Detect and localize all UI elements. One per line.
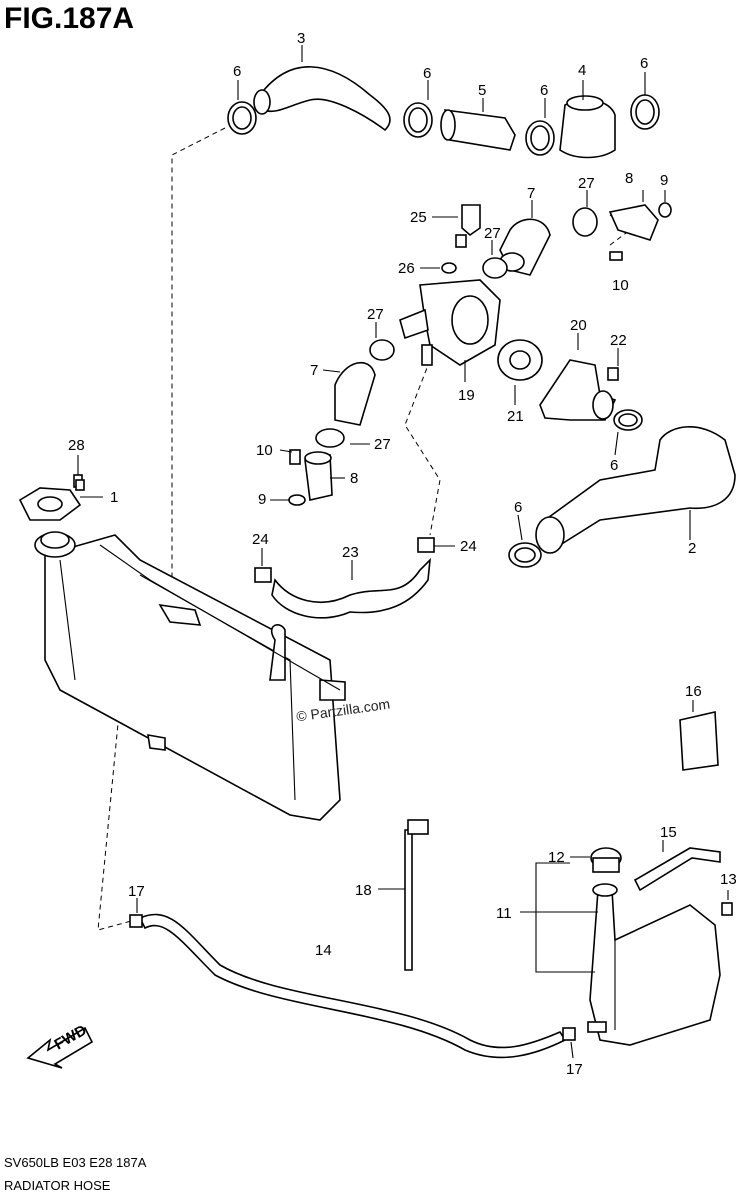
strap-18 [404,829,413,971]
clamp-6-mid [613,409,643,431]
radiator [44,534,346,821]
hose-14 [138,913,567,1059]
clamp-27-a [572,207,598,237]
callout-24a: 24 [252,531,269,548]
callout-8b: 8 [350,470,358,487]
callout-6e: 6 [610,457,618,474]
footer-name: RADIATOR HOSE [4,1178,111,1193]
callout-22: 22 [610,332,627,349]
callout-7a: 7 [527,185,535,202]
callout-2: 2 [688,540,696,557]
clamp-27-b [482,257,508,279]
hose-15 [633,847,721,892]
hose-3-end [253,89,271,115]
hose-2 [543,426,736,547]
fitting-8-upper [608,204,659,241]
callout-15: 15 [660,824,677,841]
callout-24b: 24 [460,538,477,555]
clip-17-right [562,1027,576,1041]
callout-12: 12 [548,849,565,866]
callout-6d: 6 [640,55,648,72]
o-ring-9-upper [658,202,672,218]
callout-9a: 9 [660,172,668,189]
callout-23: 23 [342,544,359,561]
callout-25: 25 [410,209,427,226]
callout-7b: 7 [310,362,318,379]
callout-27c: 27 [367,306,384,323]
forward-direction-arrow [26,1026,94,1069]
callout-6a: 6 [233,63,241,80]
radiator-cap [34,531,76,558]
hose-3 [259,66,391,132]
reservoir-tank-11 [589,889,721,1046]
callout-1: 1 [110,489,118,506]
callout-8a: 8 [625,170,633,187]
pipe-5 [444,109,516,151]
clamp-6-lower [508,542,542,568]
sensor-25 [461,204,481,237]
callout-28: 28 [68,437,85,454]
callout-6f: 6 [514,499,522,516]
callout-4: 4 [578,62,586,79]
callout-27a: 27 [578,175,595,192]
bolt-22 [607,367,619,381]
callout-19: 19 [458,387,475,404]
callout-5: 5 [478,82,486,99]
o-ring-9-lower [288,494,306,506]
clamp-27-d [315,428,345,448]
callout-27d: 27 [374,436,391,453]
callout-16: 16 [685,683,702,700]
callout-18: 18 [355,882,372,899]
clamp-27-c [369,339,395,361]
bolt-28 [75,479,85,491]
bolt-10-upper [609,251,623,261]
callout-9b: 9 [258,491,266,508]
clamp-6-top-4 [630,94,660,130]
hose-23 [271,557,432,619]
callout-17a: 17 [128,883,145,900]
callout-10b: 10 [256,442,273,459]
callout-6b: 6 [423,65,431,82]
callout-6c: 6 [540,82,548,99]
part-16-pad [679,711,719,771]
callout-14: 14 [315,942,332,959]
callout-3: 3 [297,30,305,47]
clamp-6-top-3 [525,120,555,156]
clamp-6-top-left [227,101,257,135]
callout-20: 20 [570,317,587,334]
callout-10a: 10 [612,277,629,294]
callout-11: 11 [496,905,512,922]
figure-title: FIG.187A [4,2,135,35]
callout-13: 13 [720,871,737,888]
callout-27b: 27 [484,225,501,242]
bolt-10-lower [289,449,301,465]
clamp-6-top-2 [403,102,433,138]
washer-26 [441,262,457,274]
part-1-hole [37,496,63,512]
callout-17b: 17 [566,1061,583,1078]
clip-17-left [129,914,143,928]
routing-dashed-line [404,359,441,536]
callout-26: 26 [398,260,415,277]
bolt-13 [721,902,733,916]
clip-24-right [417,537,435,553]
clip-24-left [254,567,272,583]
hose-7-lower [334,361,376,426]
routing-dashed-line [171,127,226,585]
footer-code: SV650LB E03 E28 187A [4,1155,147,1170]
leader-lines [77,45,729,1059]
callout-21: 21 [507,408,524,425]
